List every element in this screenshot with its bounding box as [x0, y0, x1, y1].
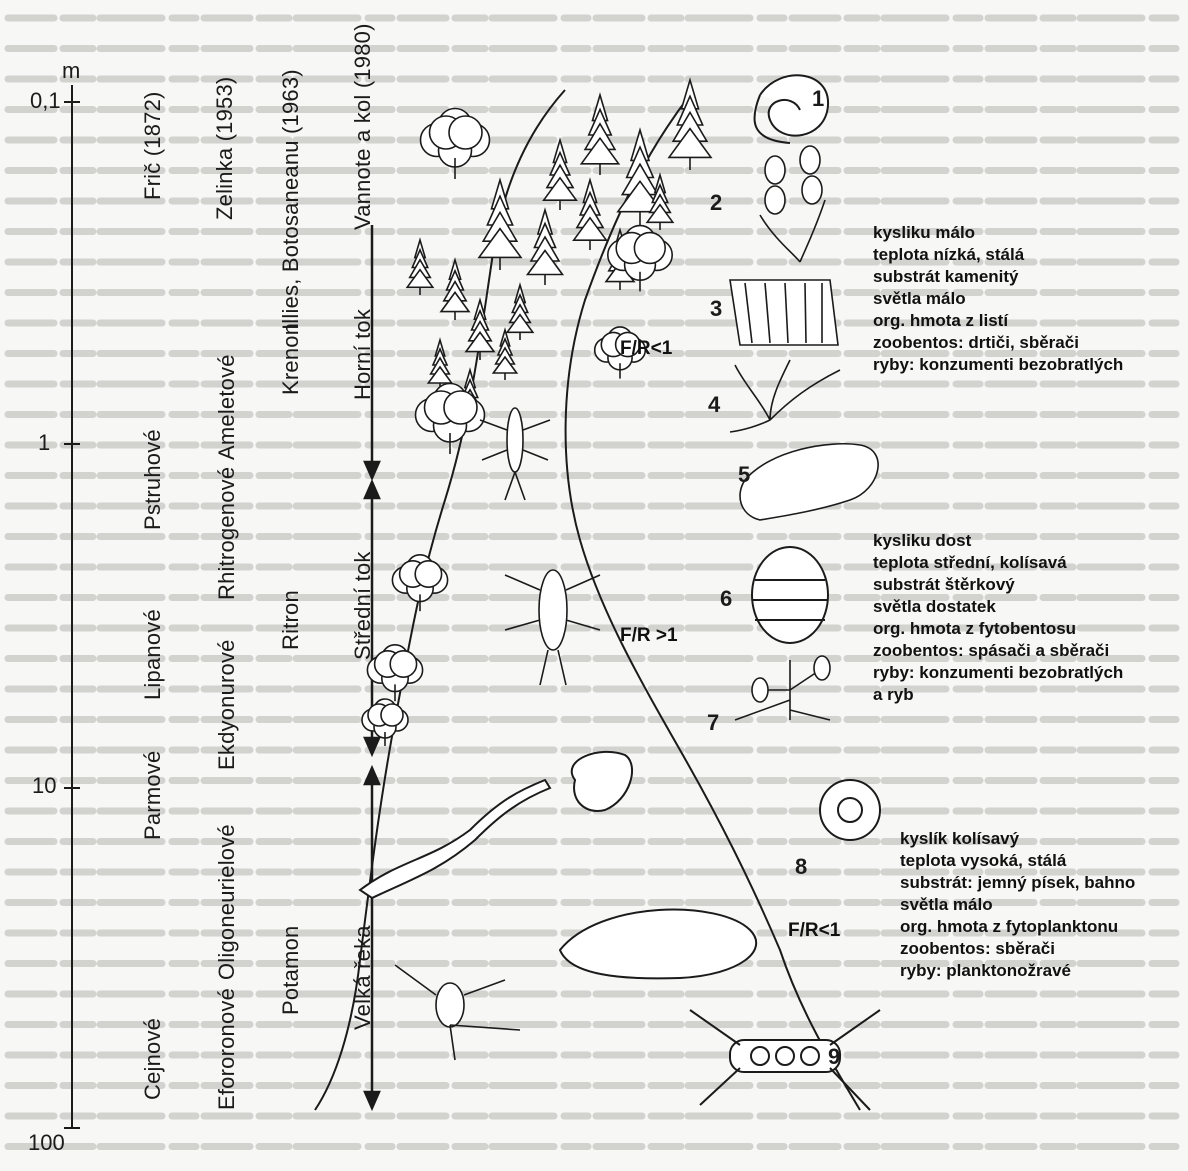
- vannote-author: Vannote a kol (1980): [350, 23, 376, 230]
- zelinka-zone-ekdyonurove: Ekdyonurové: [214, 639, 240, 770]
- organism-4-moss: [730, 360, 840, 432]
- mussel: [560, 910, 756, 979]
- conditions-middle-reach: kysliku dost teplota střední, kolísavá s…: [873, 530, 1123, 706]
- ratio-upper: F/R<1: [620, 338, 672, 360]
- condition-line: světla málo: [873, 288, 1123, 310]
- zooplankton-larva: [395, 965, 520, 1060]
- organism-number-8: 8: [795, 854, 807, 880]
- condition-line: kysliku dost: [873, 530, 1123, 552]
- condition-line: zoobentos: drtiči, sběrači: [873, 332, 1123, 354]
- fric-zone-pstruhove: Pstruhové: [140, 429, 166, 530]
- conditions-large-river: kyslík kolísavý teplota vysoká, stálá su…: [900, 828, 1135, 982]
- zelinka-zone-efororonove: Efororonové: [214, 988, 240, 1110]
- vannote-section-velka-reka: Velká řeka: [350, 925, 376, 1030]
- zelinka-author: Zelinka (1953): [212, 77, 238, 220]
- illies-zone-potamon: Potamon: [278, 926, 304, 1015]
- tick-label-10: 10: [32, 773, 56, 799]
- vannote-section-horni-tok: Horní tok: [350, 309, 376, 400]
- condition-line: org. hmota z listí: [873, 310, 1123, 332]
- organism-6-diatom-oval: [752, 547, 828, 643]
- condition-line: substrát kamenitý: [873, 266, 1123, 288]
- tick-label-1: 1: [38, 430, 50, 456]
- organism-number-7: 7: [707, 710, 719, 736]
- ratio-middle: F/R >1: [620, 625, 678, 647]
- zelinka-zone-ameletove: Ameletové: [214, 354, 240, 460]
- axis-unit-label: m: [62, 58, 80, 84]
- mayfly-larva: [480, 408, 550, 500]
- organism-8-diatom-round: [820, 780, 880, 840]
- zelinka-zone-rhitrogenove: Rhitrogenové: [214, 467, 240, 600]
- organism-3-diatom: [730, 280, 838, 345]
- illies-zone-ritron: Ritron: [278, 590, 304, 650]
- organism-number-1: 1: [812, 86, 824, 112]
- condition-line: teplota nízká, stálá: [873, 244, 1123, 266]
- vannote-section-stredni-tok: Střední tok: [350, 551, 376, 660]
- fric-author: Frič (1872): [140, 91, 166, 200]
- condition-line: kysliku málo: [873, 222, 1123, 244]
- zelinka-zone-oligoneurielove: Oligoneurielové: [214, 824, 240, 980]
- condition-line: ryby: planktonožravé: [900, 960, 1135, 982]
- condition-line: a ryb: [873, 684, 1123, 706]
- organism-number-3: 3: [710, 296, 722, 322]
- fric-zone-parmove: Parmové: [140, 751, 166, 840]
- condition-line: org. hmota z fytobentosu: [873, 618, 1123, 640]
- condition-line: světla málo: [900, 894, 1135, 916]
- organism-number-2: 2: [710, 190, 722, 216]
- illies-author: Illies, Botosaneanu (1963): [278, 69, 304, 330]
- organism-number-4: 4: [708, 392, 720, 418]
- condition-line: kyslík kolísavý: [900, 828, 1135, 850]
- fric-zone-cejnove: Cejnové: [140, 1018, 166, 1100]
- organism-number-9: 9: [828, 1044, 840, 1070]
- condition-line: teplota střední, kolísavá: [873, 552, 1123, 574]
- illies-zone-krenon: Krenon: [278, 323, 304, 395]
- organism-number-5: 5: [738, 462, 750, 488]
- condition-line: ryby: konzumenti bezobratlých: [873, 662, 1123, 684]
- snail-shell: [572, 752, 632, 811]
- ratio-lower: F/R<1: [788, 920, 840, 942]
- fric-zone-lipanove: Lipanové: [140, 609, 166, 700]
- condition-line: org. hmota z fytoplanktonu: [900, 916, 1135, 938]
- conditions-headwater: kysliku málo teplota nízká, stálá substr…: [873, 222, 1123, 376]
- condition-line: substrát štěrkový: [873, 574, 1123, 596]
- condition-line: světla dostatek: [873, 596, 1123, 618]
- depth-axis: [64, 85, 80, 1128]
- tick-label-0-1: 0,1: [30, 88, 61, 114]
- organism-number-6: 6: [720, 586, 732, 612]
- condition-line: substrát: jemný písek, bahno: [900, 872, 1135, 894]
- condition-line: teplota vysoká, stálá: [900, 850, 1135, 872]
- condition-line: zoobentos: sběrači: [900, 938, 1135, 960]
- tick-label-100: 100: [28, 1130, 65, 1156]
- condition-line: zoobentos: spásači a sběrači: [873, 640, 1123, 662]
- condition-line: ryby: konzumenti bezobratlých: [873, 354, 1123, 376]
